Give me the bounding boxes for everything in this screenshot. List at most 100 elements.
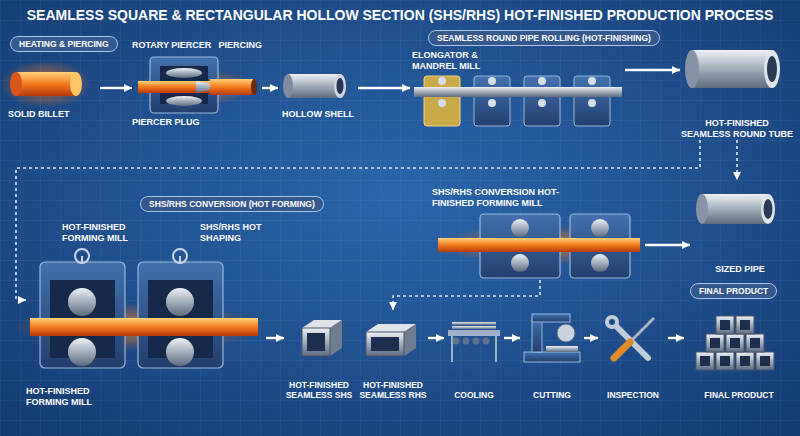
product-stack-figure — [750, 338, 760, 348]
flow-arrow — [100, 87, 132, 89]
process-step: SHS/RHS CONVERSION HOT-FINISHED FORMING … — [430, 185, 645, 280]
conversion-mill-figure — [438, 238, 640, 252]
process-step: ROTARY PIERCERPIERCINGPIERCER PLUG — [132, 40, 262, 128]
cooling-bed-figure — [452, 326, 496, 329]
product-stack-figure — [720, 356, 730, 366]
rhs-figure — [366, 332, 404, 356]
process-step: HOT-FINISHED SEAMLESS ROUND TUBE — [680, 40, 794, 140]
billet-figure — [10, 72, 22, 96]
cooling-bed-figure — [453, 338, 460, 345]
flow-arrow — [668, 337, 684, 339]
process-step: CUTTING — [520, 310, 584, 400]
flow-arrow — [504, 337, 520, 339]
process-step: INSPECTION — [598, 310, 668, 400]
round-tube-figure — [692, 50, 772, 88]
conversion-mill-figure — [435, 214, 645, 278]
piercer-figure — [210, 79, 254, 95]
billet-figure — [0, 60, 92, 108]
process-step: COOLING — [444, 310, 504, 400]
step-label: PIERCER PLUG — [132, 117, 200, 128]
step-label: HOT-FINISHED SEAMLESS ROUND TUBE — [680, 118, 794, 140]
dashed-flow-arrow — [736, 140, 738, 180]
hollow-shell-figure — [337, 78, 344, 94]
forming-mill-figure — [68, 288, 96, 316]
title-text: SEAMLESS SQUARE & RECTANGULAR HOLLOW SEC… — [27, 6, 773, 24]
rhs-figure — [371, 337, 399, 351]
flow-arrow — [262, 87, 278, 89]
step-label: ROTARY PIERCER — [132, 40, 211, 51]
rhs-figure — [404, 324, 416, 356]
mandrel-mill-figure — [588, 77, 596, 85]
cooling-bed-figure — [483, 338, 490, 345]
forming-mill-figure — [179, 256, 181, 262]
mandrel-mill-figure — [414, 87, 622, 97]
step-label: FINAL PRODUCT — [684, 390, 794, 400]
product-stack-figure — [696, 316, 774, 370]
sized-pipe-figure — [761, 194, 775, 224]
billet-figure — [70, 72, 82, 96]
process-step: HOT-FINISHED SEAMLESS SHS — [284, 310, 354, 400]
cutting-saw-figure — [557, 324, 575, 342]
inspection-tools-figure — [609, 319, 615, 325]
step-label: CUTTING — [520, 390, 584, 400]
section-tag: SHS/RHS CONVERSION (HOT FORMING) — [140, 196, 324, 212]
process-step: HOT-FINISHED FORMING MILLSHS/RHS HOT SHA… — [26, 222, 266, 408]
product-stack-figure — [760, 356, 770, 366]
billet-figure — [16, 72, 76, 96]
piercer-figure — [251, 79, 257, 95]
section-tag-text: SHS/RHS CONVERSION (HOT FORMING) — [149, 199, 315, 209]
sized-pipe-figure — [702, 194, 768, 224]
conversion-mill-figure — [591, 254, 609, 272]
cutting-saw-figure — [532, 314, 570, 322]
forming-mill-figure — [75, 249, 89, 263]
cooling-bed-figure — [473, 338, 480, 345]
forming-mill-figure — [166, 338, 194, 366]
section-tag: FINAL PRODUCT — [690, 283, 777, 299]
process-step: HOLLOW SHELL — [278, 60, 358, 120]
mandrel-mill-figure — [588, 99, 596, 107]
flow-arrow — [584, 337, 598, 339]
mandrel-mill-figure — [438, 77, 446, 85]
forming-mill-figure — [68, 338, 96, 366]
product-stack-figure — [716, 316, 734, 334]
cutting-saw-figure — [524, 314, 580, 362]
section-tag: SEAMLESS ROUND PIPE ROLLING (HOT-FINISHI… — [428, 30, 660, 46]
inspection-tools-figure — [630, 318, 654, 342]
forming-mill-figure — [138, 262, 223, 368]
flow-arrow — [645, 244, 690, 246]
product-stack-figure — [730, 338, 740, 348]
mandrel-mill-figure — [524, 76, 560, 126]
section-tag-text: FINAL PRODUCT — [699, 286, 768, 296]
forming-mill-figure — [40, 262, 125, 368]
mandrel-mill-figure — [488, 99, 496, 107]
shs-figure — [302, 328, 330, 356]
forming-mill-figure — [81, 256, 83, 262]
hollow-shell-figure — [283, 74, 293, 98]
product-stack-figure — [716, 352, 734, 370]
product-stack-figure — [706, 334, 724, 352]
product-stack-figure — [746, 334, 764, 352]
shs-figure — [302, 320, 342, 356]
mandrel-mill-figure — [538, 99, 546, 107]
hollow-shell-figure — [288, 74, 340, 98]
sized-pipe-figure — [696, 194, 775, 224]
product-stack-figure — [710, 338, 720, 348]
dashed-flow-arrow — [393, 280, 540, 310]
round-tube-figure — [685, 50, 780, 88]
process-step: HOT-FINISHED SEAMLESS RHS — [358, 310, 428, 400]
process-step: SOLID BILLET — [8, 60, 100, 120]
step-label: SHS/RHS CONVERSION HOT-FINISHED FORMING … — [432, 187, 582, 209]
flow-arrow — [358, 87, 410, 89]
round-tube-figure — [685, 50, 699, 88]
sized-pipe-figure — [696, 194, 708, 224]
inspection-tools-figure — [605, 315, 654, 358]
section-tag: HEATING & PIERCING — [10, 36, 118, 52]
cooling-bed-figure — [463, 338, 470, 345]
hollow-shell-figure — [283, 74, 346, 98]
cooling-bed-figure — [452, 322, 496, 325]
conversion-mill-figure — [511, 219, 529, 237]
